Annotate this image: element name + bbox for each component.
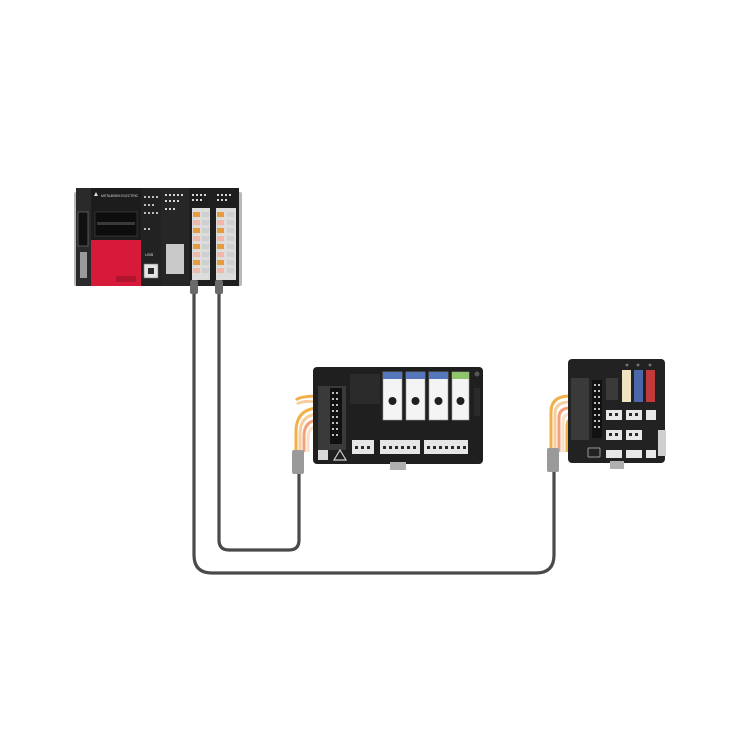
usb-badge: USB [145, 252, 154, 257]
cable-group [192, 288, 556, 575]
warning-icon [332, 448, 348, 461]
terminal-module-b [547, 359, 666, 472]
cpu-led-dots [144, 196, 158, 230]
plc-brand-text: MITSUBISHI ELECTRIC [101, 194, 139, 198]
module-b-leds [625, 363, 652, 367]
io-module-1-terminals [193, 212, 209, 273]
plc-plug-right [215, 280, 223, 294]
cable-plc-to-module-b [192, 288, 556, 575]
module-b-terminals [606, 410, 666, 458]
module-a-screw-hole [474, 371, 480, 377]
ground-icon [318, 450, 328, 460]
module-a-cable-plug [292, 450, 304, 474]
module-b-label-icon [587, 447, 601, 458]
plc-plug-left [190, 280, 198, 294]
cable-plc-to-module-a [217, 288, 301, 552]
brand-logo-icon [94, 192, 98, 196]
module-b-cable-plug [547, 448, 559, 472]
io-module-2-terminals [217, 212, 234, 273]
module-b-fuses [622, 370, 655, 402]
plc-cpu-unit: MITSUBISHI ELECTRIC USB [74, 188, 242, 294]
ribbon-cable-b [549, 394, 571, 452]
terminal-module-a [292, 367, 483, 474]
module-a-relays [382, 371, 470, 421]
module-b-connector [592, 380, 602, 438]
